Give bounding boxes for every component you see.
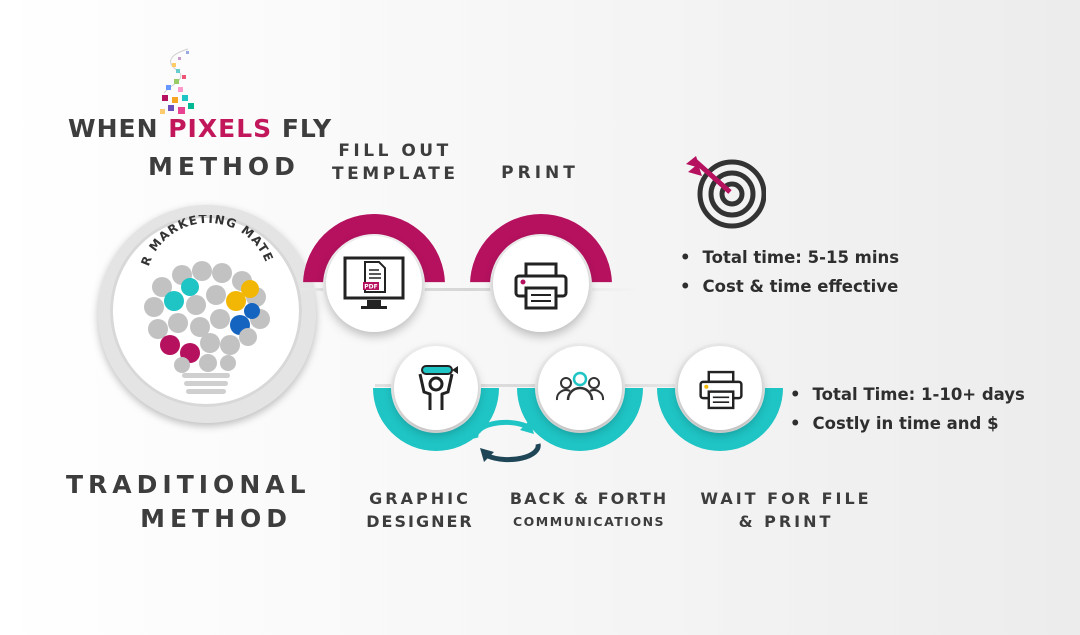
step-label-wait-for-file: WAIT FOR FILE & PRINT bbox=[700, 487, 872, 533]
list-item: Cost & time effective bbox=[680, 277, 899, 296]
step-label-fill-out-template: FILL OUT TEMPLATE bbox=[332, 140, 458, 186]
step-label-back-forth: BACK & FORTH COMMUNICATIONS bbox=[498, 487, 680, 533]
traditional-costs-list: Total Time: 1-10+ days Costly in time an… bbox=[790, 385, 1025, 443]
traditional-title-line: METHOD bbox=[140, 504, 292, 533]
svg-text:PDF: PDF bbox=[364, 284, 377, 291]
bulb-arc-text: YOUR MARKETING MATERIAL bbox=[110, 215, 275, 268]
list-item: Total Time: 1-10+ days bbox=[790, 385, 1025, 404]
pixels-benefits-list: Total time: 5-15 mins Cost & time effect… bbox=[680, 248, 900, 306]
logo-wordmark: WHEN PIXELS FLY bbox=[68, 114, 332, 143]
logo-pixel-trail-icon bbox=[160, 48, 194, 114]
list-item: Costly in time and $ bbox=[790, 414, 1025, 433]
printer-icon bbox=[514, 262, 568, 310]
cycle-arrows-icon bbox=[473, 419, 541, 463]
designer-icon bbox=[418, 365, 458, 410]
step-label-line: COMMUNICATIONS bbox=[512, 514, 666, 529]
graphic-designer-step-circle bbox=[394, 346, 478, 430]
people-icon bbox=[556, 371, 604, 401]
target-arrow-icon bbox=[686, 156, 766, 229]
step-label-graphic-designer: GRAPHIC DESIGNER bbox=[358, 487, 482, 533]
lightbulb-icon: YOUR MARKETING MATERIAL bbox=[110, 215, 276, 394]
step-label-line: & PRINT bbox=[738, 512, 834, 531]
step-label-line: BACK & FORTH bbox=[509, 489, 669, 508]
top-flow-baseline bbox=[300, 288, 640, 291]
pdf-monitor-icon: PDF bbox=[343, 256, 405, 309]
pixels-method-title: METHOD bbox=[148, 152, 300, 181]
step-label-line: FILL OUT bbox=[338, 141, 452, 161]
step-label-line: DESIGNER bbox=[366, 512, 474, 531]
step-label-line: GRAPHIC bbox=[369, 489, 471, 508]
printer-icon bbox=[699, 370, 743, 410]
logo-word-when: WHEN bbox=[68, 114, 159, 143]
traditional-method-title: TRADITIONAL METHOD bbox=[66, 468, 311, 536]
list-item: Total time: 5-15 mins bbox=[680, 248, 900, 267]
traditional-title-line: TRADITIONAL bbox=[66, 470, 311, 499]
step-label-line: TEMPLATE bbox=[332, 164, 459, 184]
logo-word-pixels: PIXELS bbox=[168, 114, 273, 143]
logo-word-fly: FLY bbox=[281, 114, 333, 143]
svg-text:YOUR MARKETING MATERIAL: YOUR MARKETING MATERIAL bbox=[110, 215, 276, 268]
step-label-print: PRINT bbox=[501, 163, 579, 183]
step-label-line: WAIT FOR FILE bbox=[700, 489, 872, 508]
